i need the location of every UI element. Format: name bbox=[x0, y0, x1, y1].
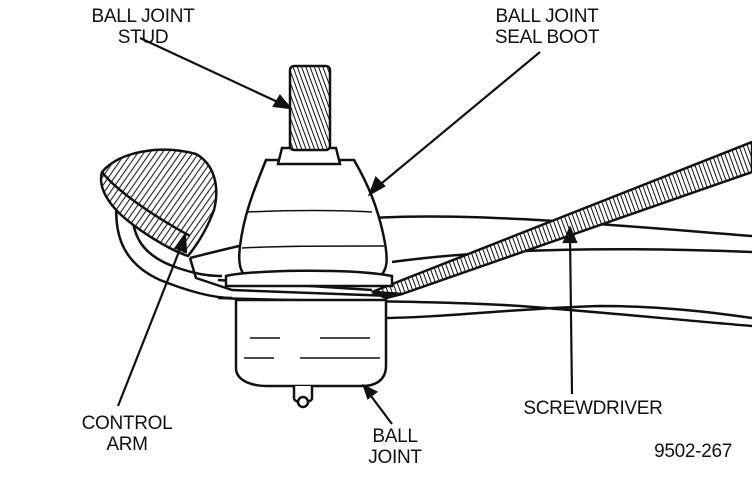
leader-screwdriver bbox=[568, 235, 574, 395]
arrowhead-stud bbox=[272, 94, 293, 110]
ball-joint-seal-boot bbox=[224, 158, 394, 288]
grease-nipple-cap bbox=[296, 395, 310, 409]
label-ball-joint-line-1: BALL bbox=[372, 426, 418, 447]
ball-joint-housing bbox=[234, 298, 388, 409]
housing-body bbox=[234, 298, 388, 388]
bushing-rim bbox=[101, 171, 191, 238]
screwdriver-shaft bbox=[371, 140, 752, 296]
stud-thread bbox=[288, 64, 332, 152]
control-arm-mid-edge bbox=[391, 247, 752, 264]
label-ball-joint-line-2: JOINT bbox=[368, 447, 422, 468]
leader-arm bbox=[116, 243, 184, 407]
control-arm-flange bbox=[114, 189, 233, 300]
arrowhead-boot bbox=[367, 176, 386, 197]
label-ball-joint-stud-line-1: BALL JOINT bbox=[91, 6, 195, 27]
control-arm-plate-top bbox=[188, 257, 393, 298]
control-arm-bushing bbox=[99, 148, 218, 258]
screwdriver bbox=[371, 140, 752, 300]
seal-boot-fold-2 bbox=[241, 245, 385, 249]
screwdriver-tip bbox=[371, 290, 403, 300]
label-seal-boot-line-2: SEAL BOOT bbox=[494, 27, 600, 48]
leader-boot bbox=[375, 51, 541, 189]
arrowhead-joint bbox=[362, 383, 379, 400]
bushing-cup bbox=[99, 148, 218, 258]
label-screwdriver: SCREWDRIVER bbox=[523, 398, 663, 419]
label-control-arm-line-1: CONTROL bbox=[81, 413, 173, 434]
label-seal-boot-line-1: BALL JOINT bbox=[495, 6, 599, 27]
arrowhead-arm bbox=[174, 232, 188, 254]
label-control-arm-line-2: ARM bbox=[106, 434, 148, 455]
label-ball-joint-stud-line-2: STUD bbox=[117, 27, 169, 48]
seal-boot-fold-1 bbox=[247, 209, 373, 213]
leader-joint bbox=[367, 391, 393, 425]
arrowhead-screwdriver bbox=[562, 225, 578, 244]
seal-boot-base bbox=[224, 269, 394, 288]
leader-stud bbox=[139, 37, 283, 105]
leader-lines bbox=[116, 37, 578, 425]
control-arm-bottom-edge bbox=[379, 304, 752, 320]
label-ball-joint-stud: BALL JOINT STUD bbox=[68, 6, 218, 48]
label-ball-joint: BALL JOINT bbox=[330, 426, 460, 468]
seal-boot-body bbox=[238, 158, 388, 278]
label-ball-joint-seal-boot: BALL JOINT SEAL BOOT bbox=[472, 6, 622, 48]
label-control-arm: CONTROL ARM bbox=[62, 413, 192, 455]
ball-joint-stud bbox=[276, 64, 342, 166]
figure-id: 9502-267 bbox=[654, 441, 732, 462]
